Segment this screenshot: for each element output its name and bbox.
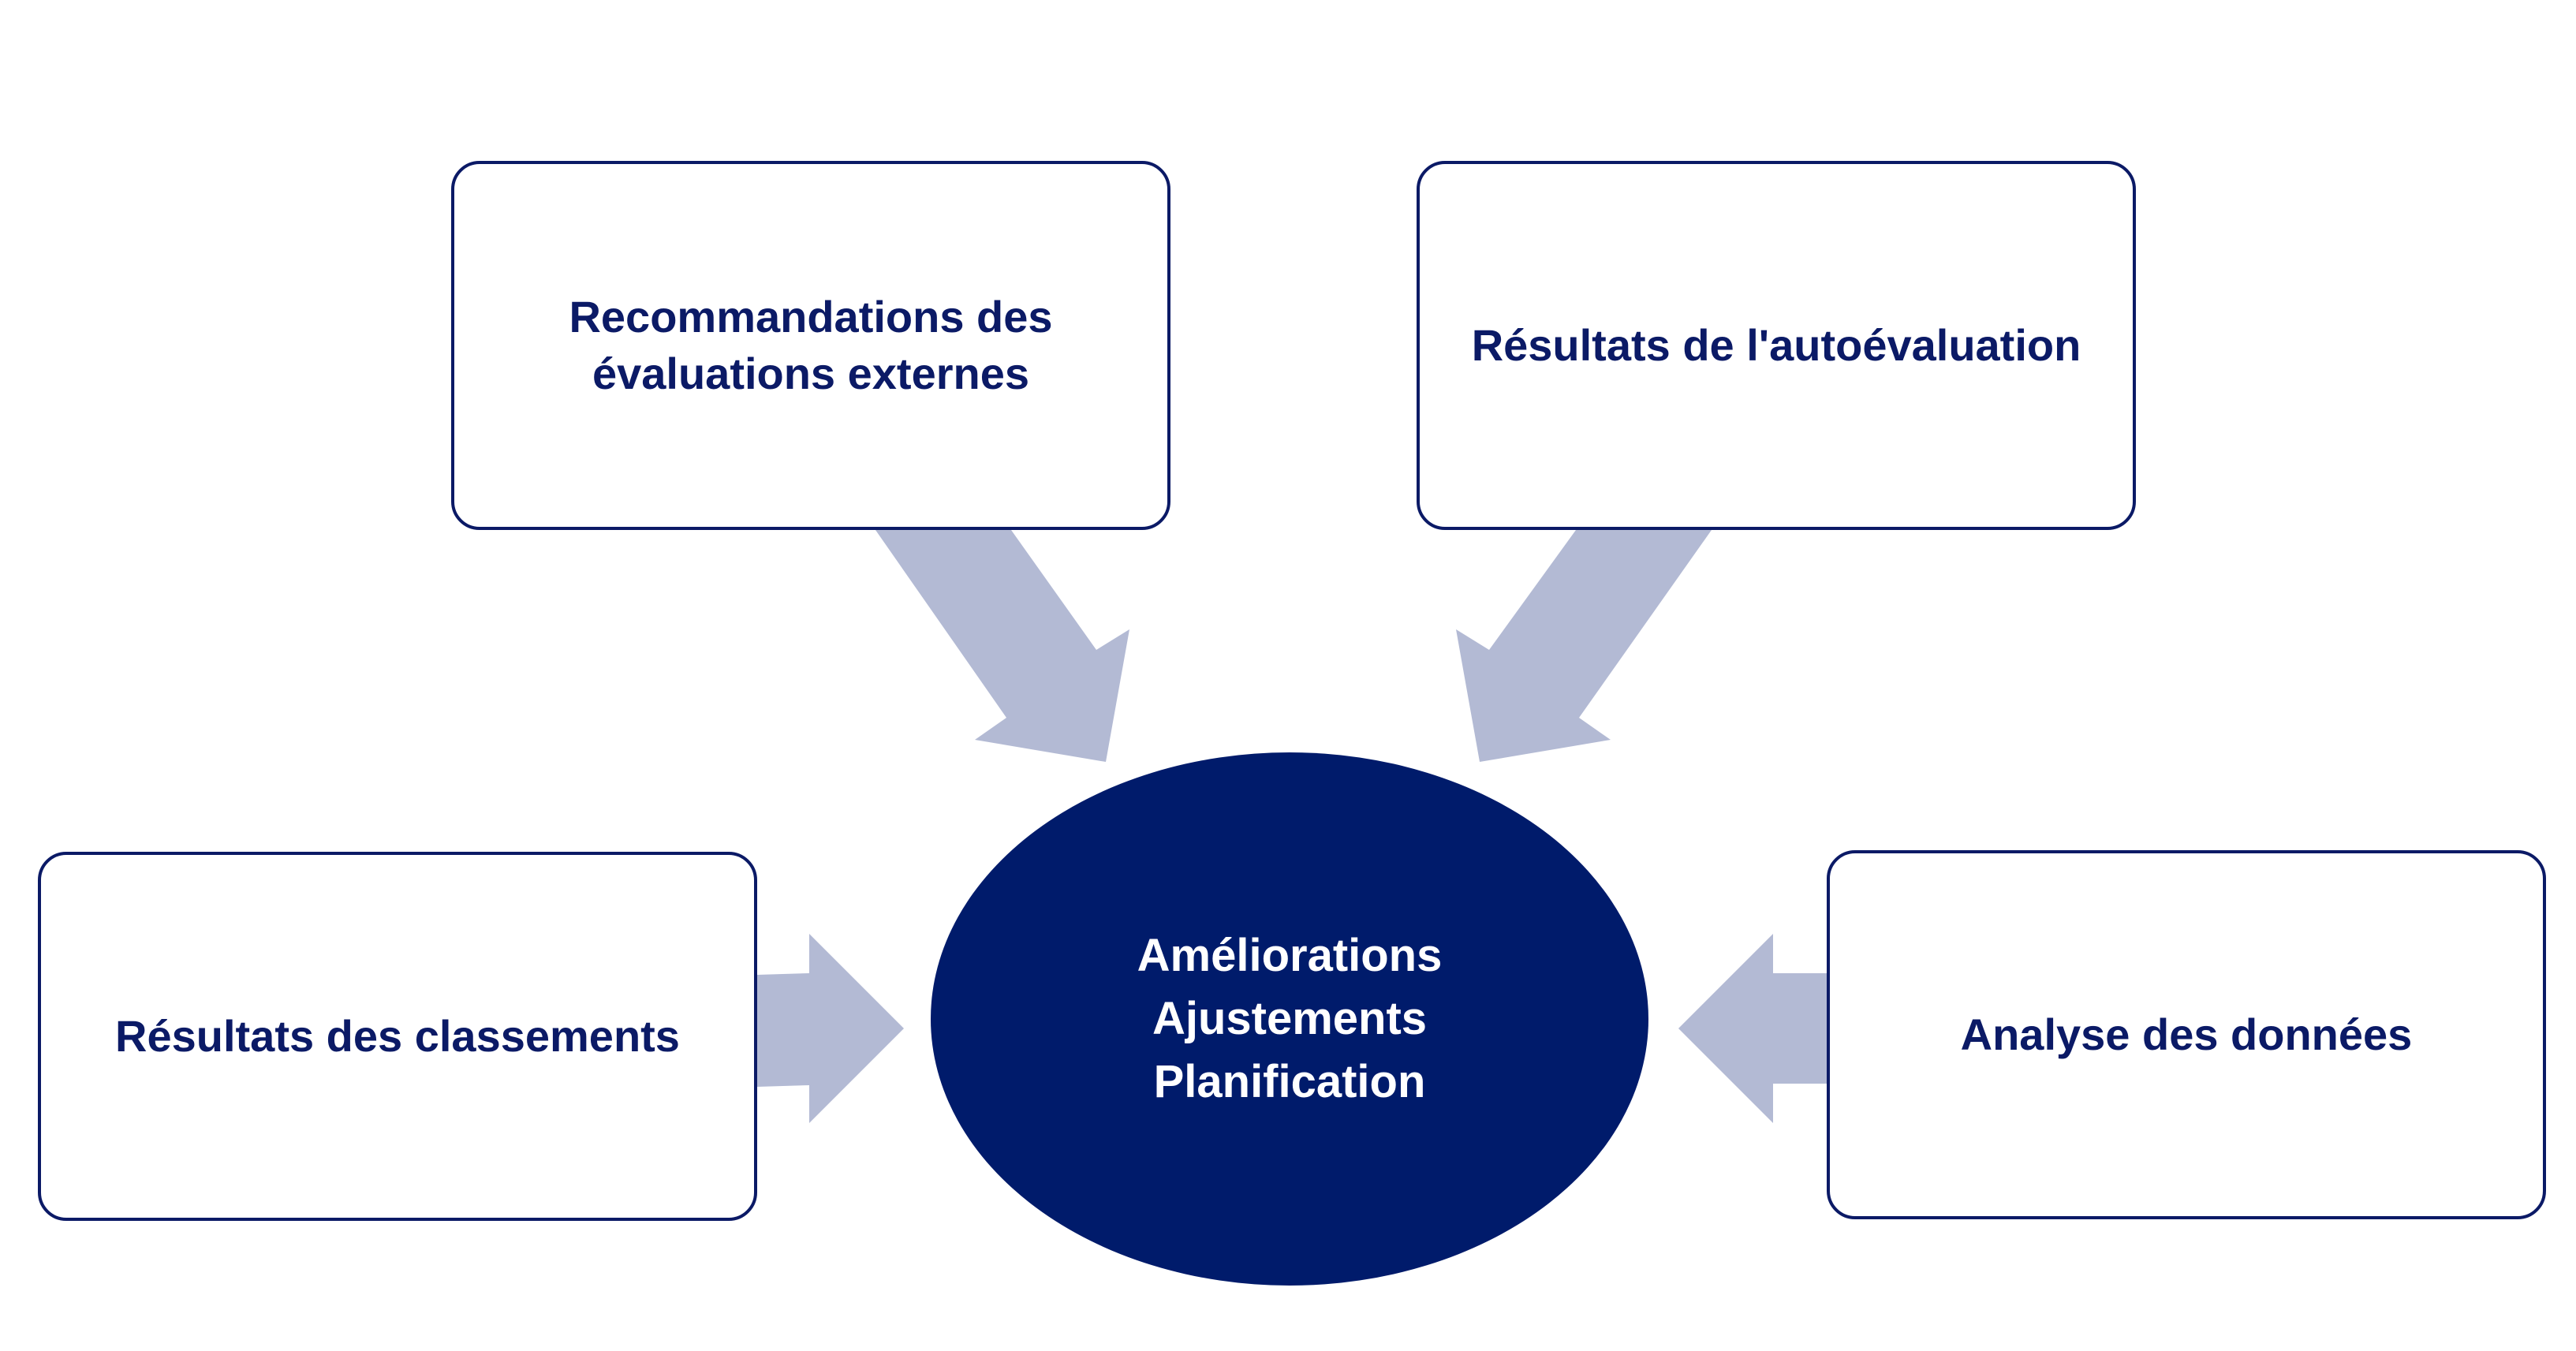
arrow-top-right <box>1456 530 1712 762</box>
box-analyse-donnees-label: Analyse des données <box>1960 1010 2413 1059</box>
center-line-ajustements: Ajustements <box>1152 993 1428 1044</box>
arrow-top-left <box>875 530 1129 762</box>
center-ellipse: Améliorations Ajustements Planification <box>931 752 1648 1286</box>
box-classements: Résultats des classements <box>38 852 757 1221</box>
box-classements-label: Résultats des classements <box>115 1011 680 1061</box>
arrow-bottom-right <box>1678 934 1827 1123</box>
arrow-bottom-left <box>757 934 904 1123</box>
box-analyse-donnees: Analyse des données <box>1827 850 2546 1219</box>
box-recommandations: Recommandations des évaluations externes <box>451 161 1170 530</box>
center-label: Améliorations Ajustements Planification <box>1137 924 1443 1114</box>
box-autoevaluation-label: Résultats de l'autoévaluation <box>1471 320 2081 370</box>
box-autoevaluation: Résultats de l'autoévaluation <box>1417 161 2136 530</box>
center-line-planification: Planification <box>1153 1056 1426 1107</box>
box-recommandations-label: Recommandations des évaluations externes <box>569 292 1053 398</box>
center-line-ameliorations: Améliorations <box>1137 930 1443 981</box>
